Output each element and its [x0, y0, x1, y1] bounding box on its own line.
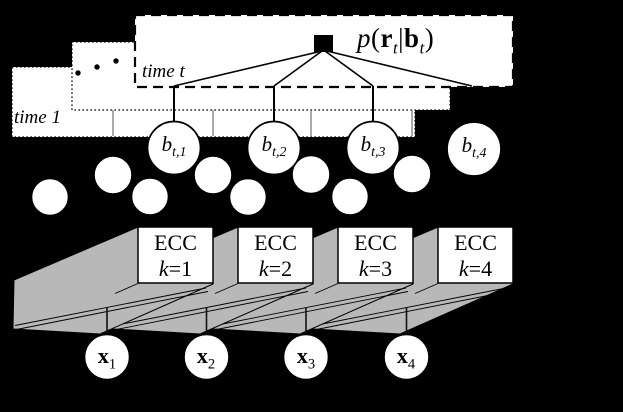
time-1-label: time 1 [14, 107, 61, 128]
ecc-box-1-label: ECC k=1 [138, 230, 213, 282]
time-t-label: time t [142, 61, 185, 82]
factor-node [314, 35, 333, 52]
node-x2 [183, 333, 230, 381]
factor-edges [173, 50, 473, 123]
slab-corner-line [214, 283, 239, 294]
hidden-slice-edges [112, 110, 413, 136]
slab-fold-line [316, 291, 509, 330]
node-bt4 [446, 121, 502, 177]
node-bt3 [345, 120, 401, 176]
node-bt2 [246, 120, 302, 176]
node-bt3-label: bt,3 [360, 132, 386, 160]
node-x3-label: x3 [296, 343, 316, 373]
bit-node-mid-4 [392, 154, 432, 194]
slab-fold-line [14, 287, 207, 326]
node-x3 [282, 333, 330, 381]
fan-line-b4 [326, 50, 473, 87]
node-bt4-label: bt,4 [461, 133, 487, 161]
slab-corner-line [314, 283, 339, 294]
factor-label-open: ( [371, 23, 381, 53]
ecc-box-3-label: ECC k=3 [338, 230, 413, 282]
ecc-box-rects [137, 226, 514, 284]
slab-fold-line [216, 291, 409, 330]
factor-label-close: ) [424, 23, 435, 53]
slab-fold-line [16, 291, 209, 330]
ecc-line1: ECC [154, 230, 197, 255]
time-ellipsis-icon [75, 58, 119, 76]
node-x1-label: x1 [97, 343, 117, 373]
bit-node-mid-2 [193, 155, 233, 195]
slab-fold-line [116, 291, 309, 330]
factor-label-b: b [404, 23, 420, 53]
bit-node-mid-3 [291, 154, 331, 195]
ecc-box-2 [237, 226, 314, 284]
codeword-nodes [83, 333, 430, 381]
slab-fold-line [314, 287, 507, 326]
ellipsis-dot [94, 64, 100, 70]
ecc-line2: k=2 [258, 256, 293, 281]
ecc-line2: k=3 [358, 256, 393, 281]
node-bt1 [146, 120, 202, 176]
node-x1 [83, 333, 131, 381]
node-x4-label: x4 [396, 343, 416, 373]
slab-corner-line [114, 283, 139, 294]
fan-line-b2 [273, 50, 323, 87]
ecc-line1: ECC [254, 230, 297, 255]
ecc-line1: ECC [354, 230, 397, 255]
node-x4 [383, 333, 430, 381]
bit-node-back-2 [130, 177, 170, 216]
ecc-line1: ECC [454, 230, 497, 255]
bit-node-back-3 [228, 177, 268, 217]
bit-node-back-4 [330, 177, 370, 216]
slab-fold-line [114, 287, 307, 326]
ecc-box-2-label: ECC k=2 [238, 230, 313, 282]
factor-label-bar: | [398, 23, 405, 53]
fan-line-b1 [173, 50, 323, 87]
factor-label-r: r [380, 23, 393, 53]
node-bt1-label: bt,1 [161, 132, 187, 160]
factor-label: p(rt|bt) [357, 23, 435, 58]
bit-node-back-1 [30, 177, 70, 217]
ecc-box-4 [437, 226, 514, 284]
factor-label-b-sub: t [419, 38, 425, 58]
fan-line-b3 [324, 50, 374, 87]
node-bt2-label: bt,2 [261, 132, 287, 160]
slab-corner-line [414, 283, 439, 294]
ellipsis-dot [75, 70, 81, 76]
slab-fold-line [214, 287, 407, 326]
bit-nodes-front [146, 120, 502, 177]
ecc-line2: k=4 [458, 256, 493, 281]
bit-node-mid-1 [93, 155, 133, 195]
factor-label-r-sub: t [392, 38, 399, 58]
bit-nodes-back [30, 177, 370, 217]
node-x2-label: x2 [196, 343, 216, 373]
ecc-box-3 [337, 226, 414, 284]
ecc-box-1 [137, 226, 214, 284]
codeword-ticks [106, 307, 408, 333]
ellipsis-dot [113, 58, 119, 64]
ecc-box-4-label: ECC k=4 [438, 230, 513, 282]
bit-nodes-mid [93, 154, 432, 195]
factor-label-p: p [357, 23, 371, 53]
ecc-line2: k=1 [158, 256, 193, 281]
